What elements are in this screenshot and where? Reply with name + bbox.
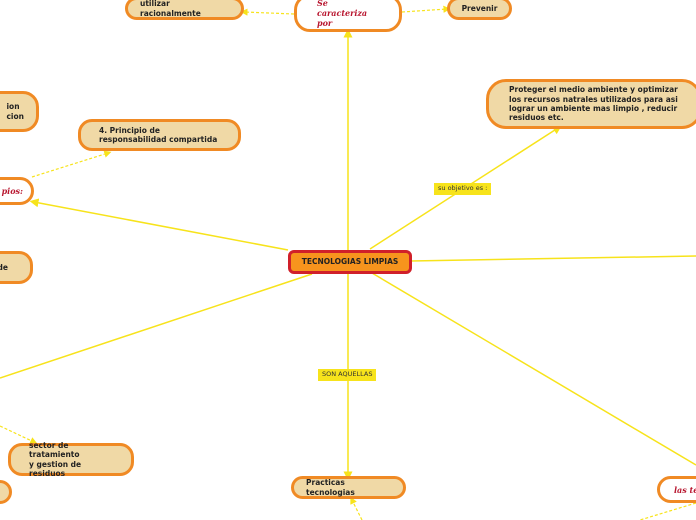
link-center-right: [410, 255, 696, 262]
node-prevenir-text: Prevenir: [461, 3, 498, 13]
node-left-top-partial[interactable]: ion cion: [0, 91, 39, 132]
node-proteger-text: Proteger el medio ambiente y optimizar l…: [509, 85, 678, 123]
node-prevenir[interactable]: Prevenir: [447, 0, 512, 20]
node-left-top-partial-text: ion cion: [6, 102, 24, 121]
link-caracteriza-prevenir: [401, 5, 451, 13]
central-topic-node[interactable]: TECNOLOGIAS LIMPIAS: [288, 250, 412, 274]
node-se-caracteriza-text: Se caracteriza por: [317, 0, 368, 28]
node-proteger-medio-ambiente[interactable]: Proteger el medio ambiente y optimizar l…: [486, 79, 696, 129]
node-practicas-tecnologias[interactable]: Practicas tecnologias: [291, 476, 406, 499]
node-responsabilidad-text: 4. Principio de responsabilidad comparti…: [99, 125, 218, 144]
link-center-lower-left: [0, 273, 313, 379]
node-left-mid-text: de: [0, 262, 8, 272]
link-practicas-below: [350, 496, 363, 520]
node-bottom-right-partial[interactable]: las tec: [657, 476, 696, 503]
link-principios-responsabilidad: [31, 150, 112, 178]
node-utilizar-racionalmente[interactable]: utilizar racionalmente: [125, 0, 244, 20]
link-label-son-aquellas: SON AQUELLAS: [318, 369, 377, 381]
link-center-bottom-right: [371, 272, 696, 466]
link-center-principios: [29, 198, 289, 251]
node-practicas-text: Practicas tecnologias: [306, 478, 355, 497]
link-label-objetivo: su objetivo es :: [434, 183, 492, 195]
node-principio-responsabilidad[interactable]: 4. Principio de responsabilidad comparti…: [78, 119, 241, 151]
node-se-caracteriza[interactable]: Se caracteriza por: [294, 0, 402, 32]
link-bottom-right-below: [639, 502, 696, 520]
link-caracteriza-utilizar: [240, 8, 295, 16]
node-utilizar-text: utilizar racionalmente: [140, 0, 201, 18]
node-sector-tratamiento[interactable]: sector de tratamiento y gestion de resid…: [8, 440, 134, 478]
central-topic-title: TECNOLOGIAS LIMPIAS: [301, 257, 399, 267]
node-principios-partial[interactable]: pios:: [0, 177, 34, 205]
node-left-mid-partial[interactable]: de: [0, 251, 33, 284]
link-left-sector: [0, 425, 38, 444]
node-principios-text: pios:: [1, 186, 23, 196]
node-sector-text: sector de tratamiento y gestion de resid…: [29, 440, 82, 478]
node-bottom-right-text: las tec: [674, 484, 696, 495]
